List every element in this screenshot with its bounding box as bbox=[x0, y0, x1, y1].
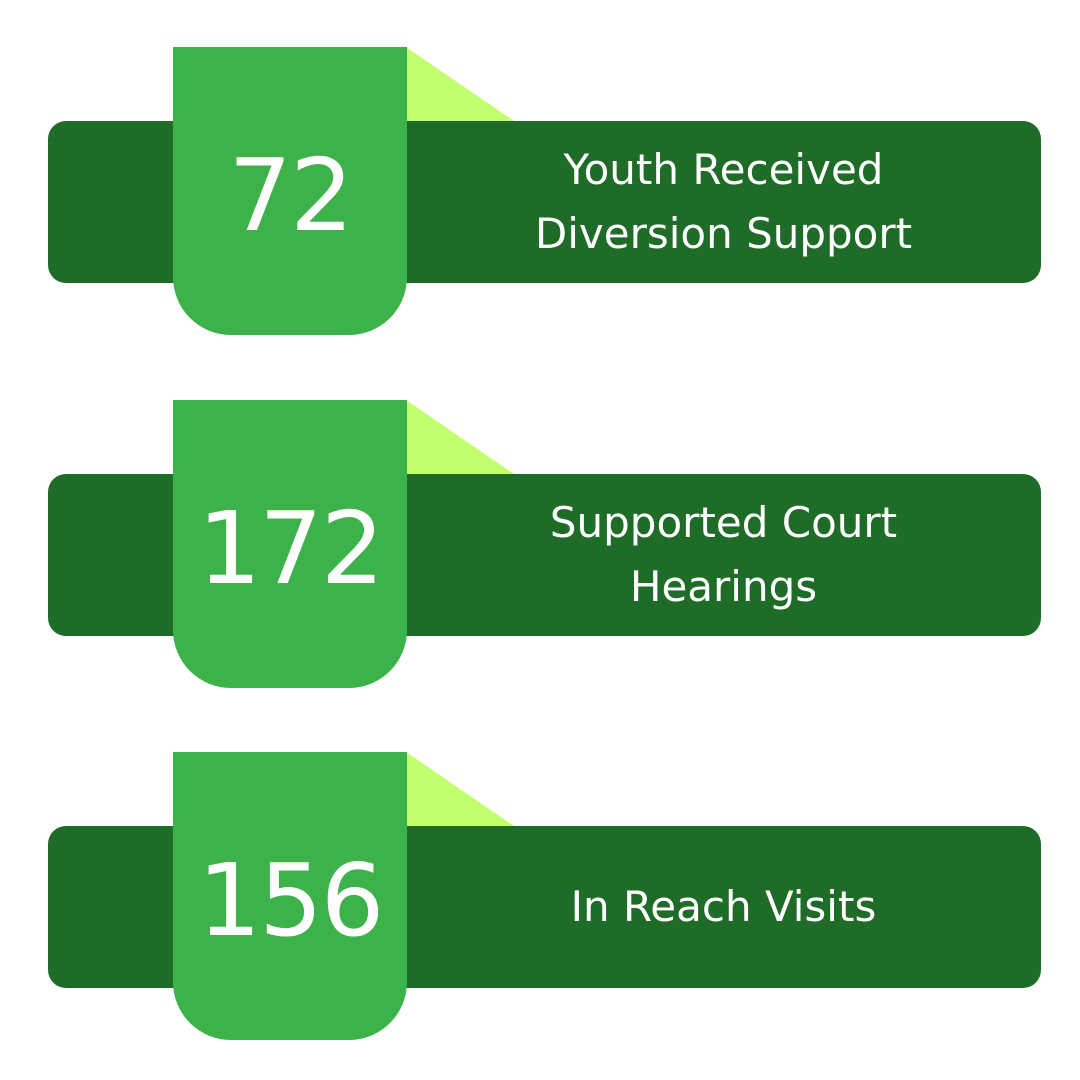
corner-fold-decoration bbox=[406, 752, 514, 826]
stat-label: Youth Received Diversion Support bbox=[534, 145, 913, 258]
stat-card-in-reach-visits: 156 In Reach Visits bbox=[0, 752, 1080, 1042]
stat-value: 172 bbox=[197, 490, 385, 607]
corner-fold-decoration bbox=[406, 47, 514, 121]
stat-card-court-hearings: 172 Supported Court Hearings bbox=[0, 400, 1080, 690]
stat-value: 156 bbox=[197, 842, 385, 959]
stat-label: In Reach Visits bbox=[570, 882, 877, 931]
corner-fold-decoration bbox=[406, 400, 514, 474]
stat-number-tab: 72 bbox=[173, 47, 407, 335]
stat-value: 72 bbox=[228, 137, 353, 254]
stat-number-tab: 156 bbox=[173, 752, 407, 1040]
stat-number-tab: 172 bbox=[173, 400, 407, 688]
stat-label: Supported Court Hearings bbox=[549, 498, 898, 611]
stat-card-youth-diversion: 72 Youth Received Diversion Support bbox=[0, 47, 1080, 337]
